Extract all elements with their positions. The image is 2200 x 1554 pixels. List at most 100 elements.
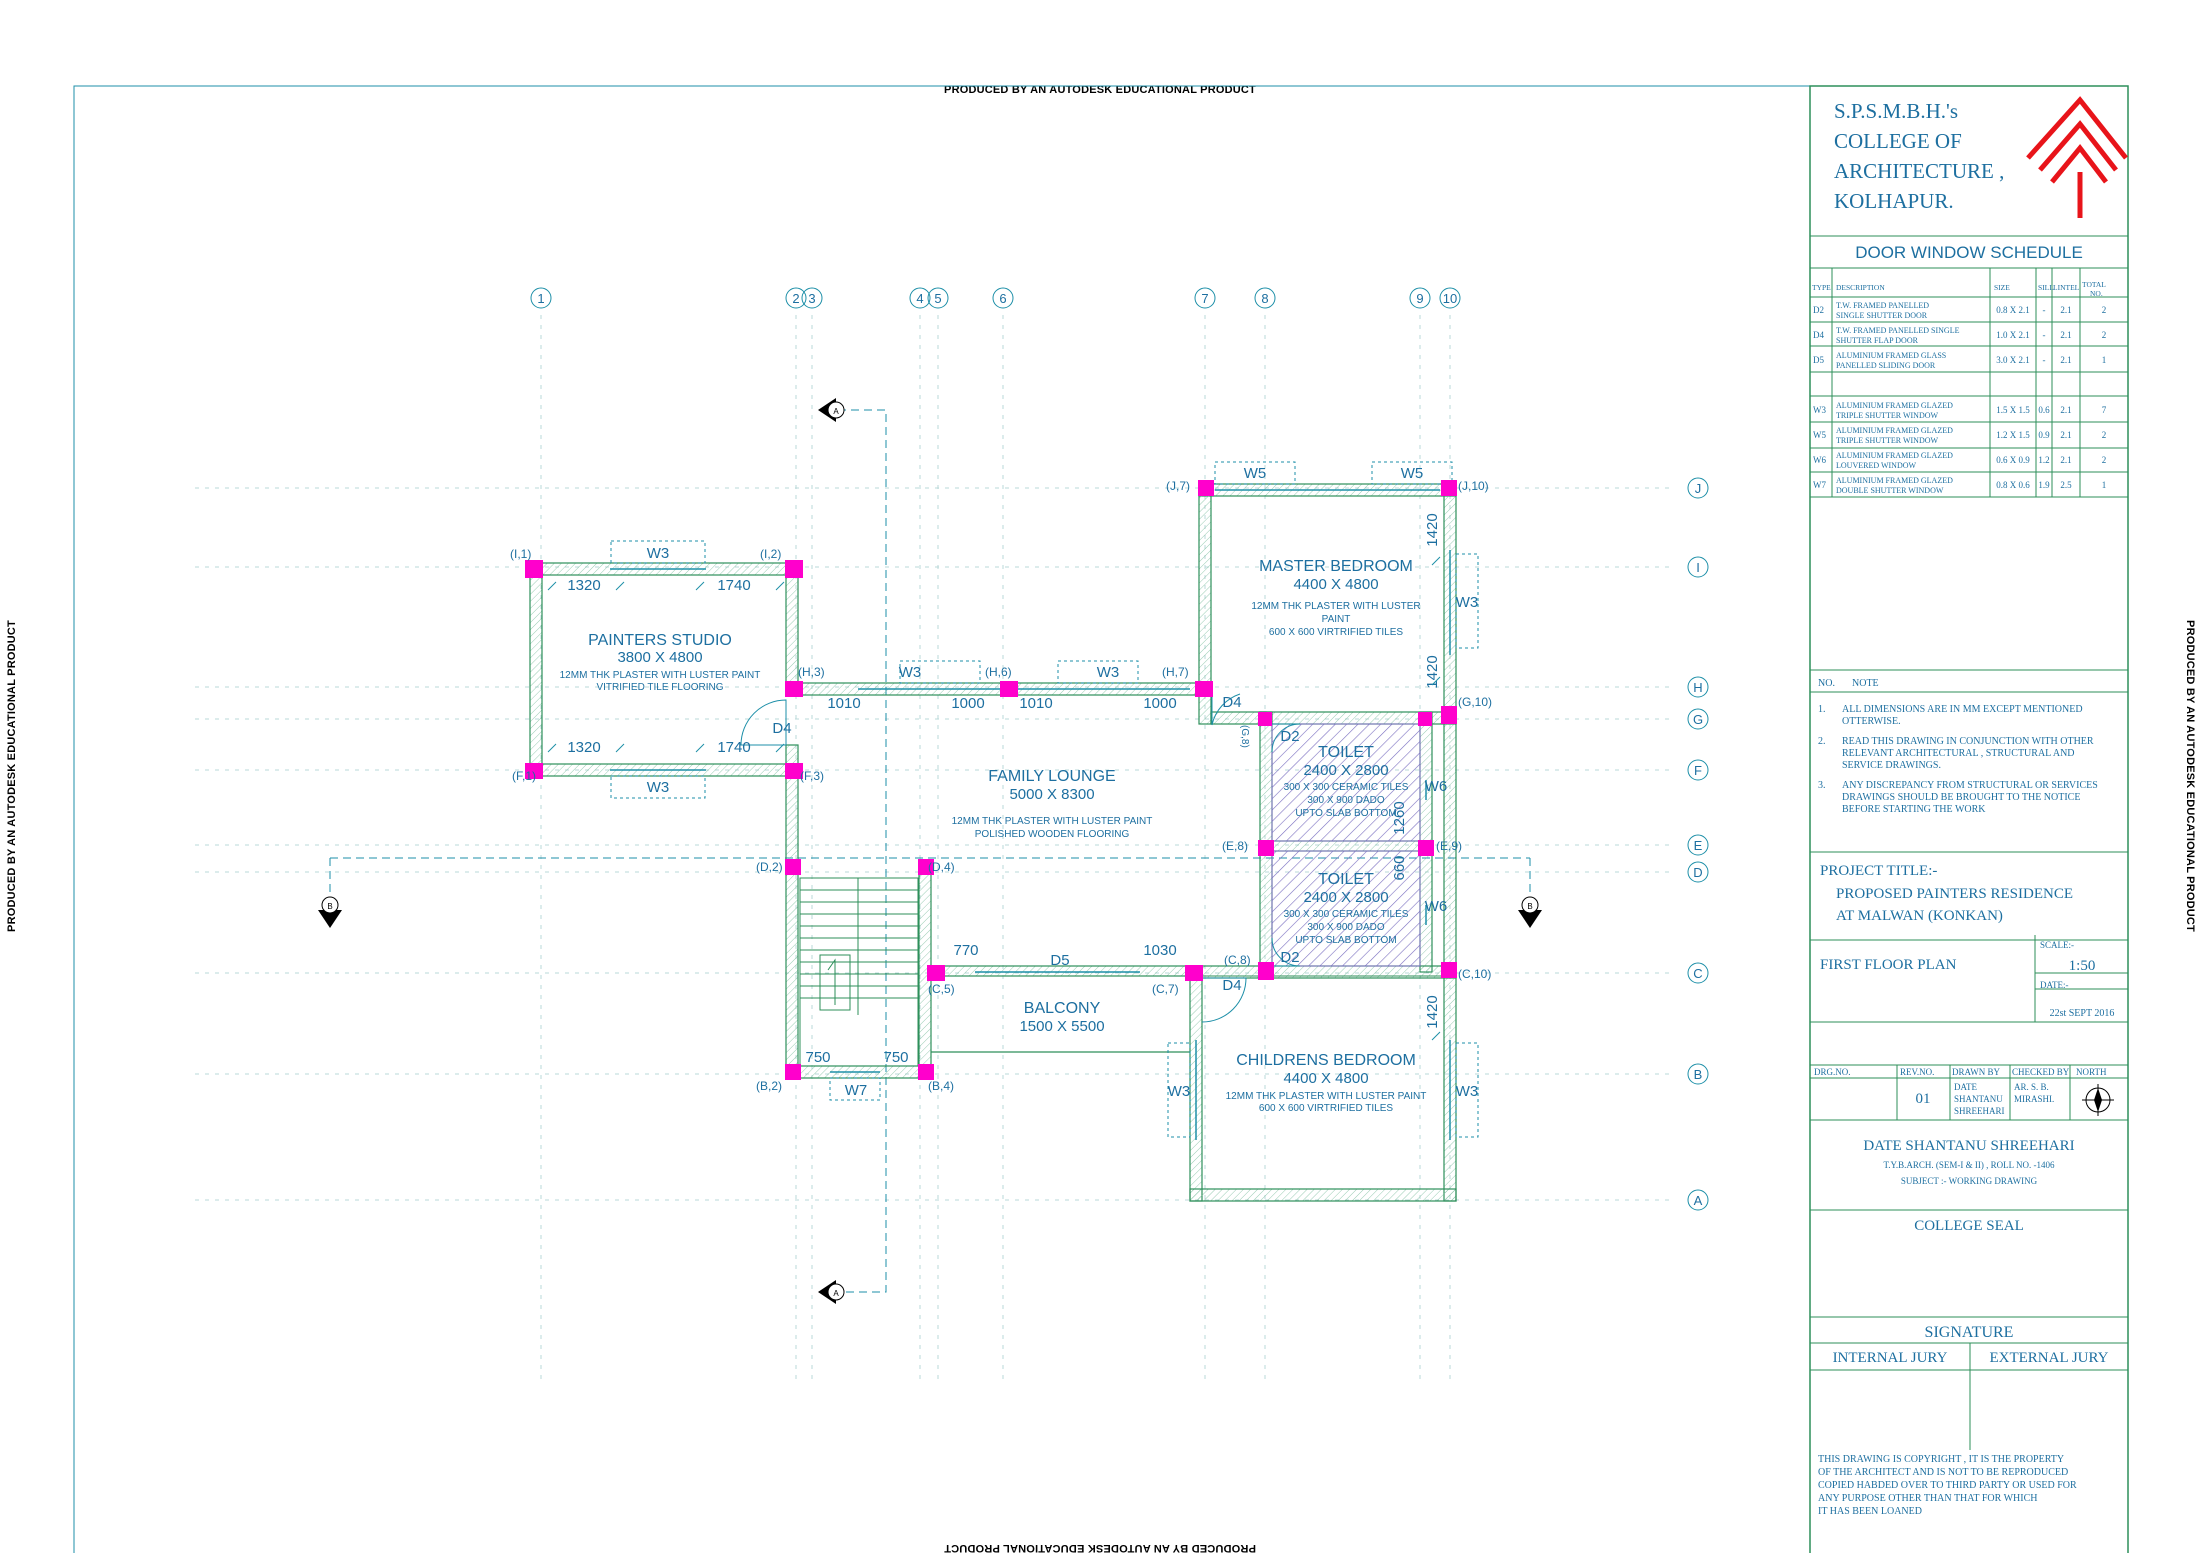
room-painters-studio-note2: VITRIFIED TILE FLOORING — [596, 682, 723, 693]
student-name: DATE SHANTANU SHREEHARI — [1863, 1138, 2074, 1154]
schedule-lintel-0: 2.1 — [2060, 305, 2071, 315]
section-a-top: A — [833, 407, 839, 416]
sheet-title: FIRST FLOOR PLAN — [1820, 957, 1957, 973]
grid-row-F: F — [1694, 763, 1702, 778]
schedule-total-0: 2 — [2102, 305, 2107, 315]
childrens-bedroom-inner — [1201, 975, 1445, 1190]
note-text-2-1: DRAWINGS SHOULD BE BROUGHT TO THE NOTICE — [1842, 792, 2080, 803]
drawn-by-label: DRAWN BY — [1952, 1067, 2001, 1077]
note-text-1-1: RELEVANT ARCHITECTURAL , STRUCTURAL AND — [1842, 748, 2075, 759]
tag-F1: (F,1) — [512, 769, 536, 783]
schedule-desc-b-0: SINGLE SHUTTER DOOR — [1836, 311, 1928, 320]
dim-1740-bottom: 1740 — [717, 739, 750, 756]
schedule-desc-a-2: ALUMINIUM FRAMED GLASS — [1836, 351, 1946, 360]
schedule-size-5: 0.6 X 0.9 — [1996, 455, 2030, 465]
label-w5-1: W5 — [1244, 465, 1267, 482]
schedule-total-6: 1 — [2102, 480, 2107, 490]
schedule-header-lintel: LINTEL — [2053, 283, 2080, 292]
schedule-grid — [1810, 268, 2128, 498]
college-seal: COLLEGE SEAL — [1914, 1218, 2024, 1234]
schedule-size-6: 0.8 X 0.6 — [1996, 480, 2030, 490]
checked-by-2: MIRASHI. — [2014, 1094, 2054, 1104]
dim-1420-master-bottom: 1420 — [1424, 655, 1441, 688]
staircase — [799, 877, 919, 1067]
copyright-4: ANY PURPOSE OTHER THAN THAT FOR WHICH — [1818, 1493, 2037, 1504]
section-markers: A A B B — [318, 398, 1542, 1304]
room-childrens-bedroom-name: CHILDRENS BEDROOM — [1236, 1052, 1416, 1069]
scale-label: SCALE:- — [2040, 940, 2074, 950]
schedule-size-1: 1.0 X 2.1 — [1996, 330, 2030, 340]
grid-col-4: 4 — [916, 291, 923, 306]
grid-col-10: 10 — [1443, 291, 1457, 306]
label-d2-2: D2 — [1280, 949, 1299, 966]
dim-1000-b: 1000 — [1143, 695, 1176, 712]
note-text-1-2: SERVICE DRAWINGS. — [1842, 760, 1941, 771]
room-childrens-bedroom-note1: 12MM THK PLASTER WITH LUSTER PAINT — [1226, 1091, 1427, 1102]
section-a-bottom: A — [833, 1289, 839, 1298]
schedule-desc-b-4: TRIPLE SHUTTER WINDOW — [1836, 436, 1939, 445]
schedule-desc-b-1: SHUTTER FLAP DOOR — [1836, 336, 1919, 345]
dim-1320-bottom: 1320 — [567, 739, 600, 756]
tag-G10: (G,10) — [1458, 695, 1492, 709]
grid-col-3: 3 — [808, 291, 815, 306]
label-w3-child-left: W3 — [1168, 1083, 1191, 1100]
schedule-lintel-2: 2.1 — [2060, 355, 2071, 365]
room-toilet1-note3: UPTO SLAB BOTTOM — [1295, 808, 1396, 819]
room-toilet2-note2: 300 X 900 DADO — [1307, 922, 1384, 933]
schedule-type-4: W5 — [1813, 430, 1826, 440]
room-family-lounge-note1: 12MM THK PLASTER WITH LUSTER PAINT — [952, 816, 1153, 827]
note-text-0-1: OTTERWISE. — [1842, 716, 1901, 727]
schedule-size-2: 3.0 X 2.1 — [1996, 355, 2030, 365]
college-line1: S.P.S.M.B.H.'s — [1834, 99, 1958, 123]
label-d5: D5 — [1050, 952, 1069, 969]
schedule-lintel-3: 2.1 — [2060, 405, 2071, 415]
checked-by-1: AR. S. B. — [2014, 1082, 2049, 1092]
schedule-size-3: 1.5 X 1.5 — [1996, 405, 2030, 415]
dim-1260: 1260 — [1391, 801, 1408, 834]
copyright-1: THIS DRAWING IS COPYRIGHT , IT IS THE PR… — [1818, 1454, 2064, 1465]
note-text-1-0: READ THIS DRAWING IN CONJUNCTION WITH OT… — [1842, 736, 2094, 747]
tag-E9: (E,9) — [1436, 839, 1462, 853]
room-balcony-name: BALCONY — [1024, 1000, 1101, 1017]
tag-C8: (C,8) — [1224, 953, 1251, 967]
room-family-lounge-note2: POLISHED WOODEN FLOORING — [975, 829, 1130, 840]
note-no-1: 2. — [1818, 736, 1826, 747]
grid-col-7: 7 — [1201, 291, 1208, 306]
tag-I2: (I,2) — [760, 547, 781, 561]
label-w7: W7 — [845, 1082, 868, 1099]
tag-C7: (C,7) — [1152, 982, 1179, 996]
student-subject: SUBJECT :- WORKING DRAWING — [1901, 1176, 2038, 1186]
note-text-0-0: ALL DIMENSIONS ARE IN MM EXCEPT MENTIONE… — [1842, 704, 2083, 715]
note-no-2: 3. — [1818, 780, 1826, 791]
dim-1420-child: 1420 — [1424, 995, 1441, 1028]
schedule-type-1: D4 — [1813, 330, 1824, 340]
room-family-lounge-name: FAMILY LOUNGE — [988, 768, 1115, 785]
room-toilet1-note2: 300 X 900 DADO — [1307, 795, 1384, 806]
label-w5-2: W5 — [1401, 465, 1424, 482]
schedule-desc-b-6: DOUBLE SHUTTER WINDOW — [1836, 486, 1944, 495]
drg-no-label: DRG.NO. — [1814, 1067, 1851, 1077]
tag-I1: (I,1) — [510, 547, 531, 561]
internal-jury: INTERNAL JURY — [1833, 1350, 1948, 1366]
rev-no-label: REV.NO. — [1900, 1067, 1934, 1077]
grid-row-I: I — [1696, 560, 1700, 575]
drawn-by-3: SHREEHARI — [1954, 1106, 2005, 1116]
tag-C10: (C,10) — [1458, 967, 1491, 981]
title-block-lines — [1810, 235, 2128, 1450]
schedule-desc-a-6: ALUMINIUM FRAMED GLAZED — [1836, 476, 1953, 485]
room-toilet1-name: TOILET — [1318, 744, 1374, 761]
schedule-lintel-1: 2.1 — [2060, 330, 2071, 340]
tag-J10: (J,10) — [1458, 479, 1489, 493]
room-master-bedroom-name: MASTER BEDROOM — [1259, 558, 1413, 575]
schedule-type-0: D2 — [1813, 305, 1824, 315]
section-b-right: B — [1527, 902, 1532, 911]
room-toilet2-name: TOILET — [1318, 871, 1374, 888]
room-master-bedroom-note2: PAINT — [1322, 614, 1351, 625]
grid-row-bubbles — [1687, 477, 1709, 1211]
schedule-sill-5: 1.2 — [2038, 455, 2049, 465]
tag-H7: (H,7) — [1162, 665, 1189, 679]
grid-col-1: 1 — [537, 291, 544, 306]
schedule-desc-b-2: PANELLED SLIDING DOOR — [1836, 361, 1936, 370]
college-line4: KOLHAPUR. — [1834, 189, 1954, 213]
